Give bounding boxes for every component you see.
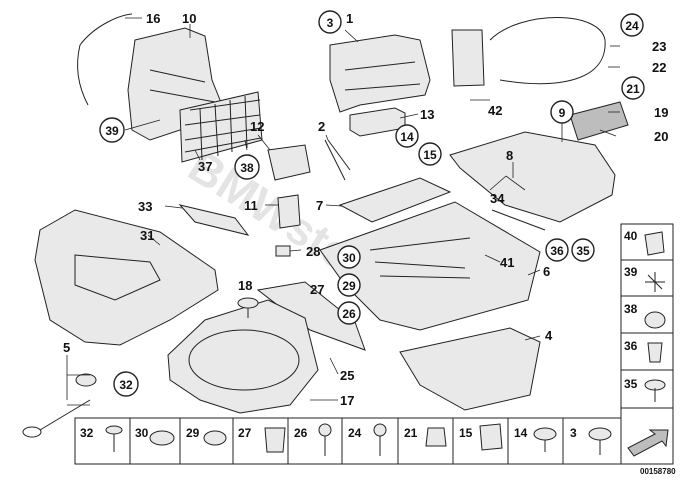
callout-18: 18 xyxy=(238,278,252,293)
callout-16: 16 xyxy=(146,11,160,26)
callout-25: 25 xyxy=(340,368,354,383)
part-7-cover xyxy=(338,177,452,223)
callout-9: 9 xyxy=(559,106,566,120)
callout-11: 11 xyxy=(244,198,258,213)
callout-29: 29 xyxy=(342,279,356,293)
callout-1: 1 xyxy=(346,11,353,26)
legend-38: 38 xyxy=(624,302,638,316)
legend-36: 36 xyxy=(624,339,638,353)
callout-7: 7 xyxy=(316,198,323,213)
callout-22: 22 xyxy=(652,60,666,75)
callout-12: 12 xyxy=(250,119,264,134)
callout-21: 21 xyxy=(626,82,640,96)
callout-32: 32 xyxy=(119,378,133,392)
legend-24: 24 xyxy=(348,426,362,440)
callout-20: 20 xyxy=(654,129,668,144)
legend-27: 27 xyxy=(238,426,252,440)
legend-3: 3 xyxy=(570,426,577,440)
callout-31: 31 xyxy=(140,228,154,243)
leader-lines xyxy=(66,17,620,406)
part-17-wheel-well xyxy=(167,299,319,414)
callout-30: 30 xyxy=(342,251,356,265)
part-41-straps xyxy=(369,237,471,279)
callout-23: 23 xyxy=(652,39,666,54)
circled-callouts: 3 24 21 9 39 38 14 15 36 35 30 29 26 32 xyxy=(99,10,645,397)
callout-33: 33 xyxy=(138,199,152,214)
callout-37: 37 xyxy=(198,159,212,174)
callout-27: 27 xyxy=(310,282,324,297)
callout-14: 14 xyxy=(400,130,414,144)
callout-39: 39 xyxy=(105,124,119,138)
callout-3: 3 xyxy=(327,16,334,30)
callout-5: 5 xyxy=(63,340,70,355)
legend-40: 40 xyxy=(624,229,638,243)
legend-15: 15 xyxy=(459,426,473,440)
part-28-clip xyxy=(275,245,291,257)
legend-26: 26 xyxy=(294,426,308,440)
callout-4: 4 xyxy=(545,328,553,343)
callout-13: 13 xyxy=(420,107,434,122)
part-12-holder xyxy=(267,144,311,181)
callout-28: 28 xyxy=(306,244,320,259)
part-4-mat xyxy=(399,327,541,411)
part-33-strip xyxy=(178,204,250,236)
callout-41: 41 xyxy=(500,255,514,270)
callout-35: 35 xyxy=(576,244,590,258)
callout-6: 6 xyxy=(543,264,550,279)
callout-labels: 16 10 1 23 22 19 20 37 12 2 13 42 8 34 3… xyxy=(63,11,668,408)
callout-19: 19 xyxy=(654,105,668,120)
callout-24: 24 xyxy=(625,19,639,33)
callout-10: 10 xyxy=(182,11,196,26)
part-8-floor-panel xyxy=(449,131,616,223)
legend-30: 30 xyxy=(135,426,149,440)
callout-17: 17 xyxy=(340,393,354,408)
legend-35: 35 xyxy=(624,377,638,391)
callout-38: 38 xyxy=(240,161,254,175)
part-34-rod xyxy=(491,209,546,231)
callout-36: 36 xyxy=(550,244,564,258)
part-18-plug xyxy=(237,297,259,318)
callout-26: 26 xyxy=(342,307,356,321)
part-2-bracket xyxy=(324,139,351,181)
drawing-number: 00158780 xyxy=(640,467,676,476)
legend-32: 32 xyxy=(80,426,94,440)
callout-42: 42 xyxy=(488,103,502,118)
legend-14: 14 xyxy=(514,426,528,440)
callout-8: 8 xyxy=(506,148,513,163)
callout-2: 2 xyxy=(318,119,325,134)
part-31-lid-trim xyxy=(34,209,219,346)
legend-39: 39 xyxy=(624,265,638,279)
part-16-cable xyxy=(77,13,133,106)
legend-bottom: 32 30 29 27 26 24 21 15 14 3 xyxy=(74,407,674,465)
cable-loop xyxy=(489,17,606,85)
callout-34: 34 xyxy=(490,191,505,206)
part-20-pad xyxy=(569,101,629,141)
callout-15: 15 xyxy=(423,148,437,162)
part-1-side-trim xyxy=(329,34,431,113)
part-11-panel xyxy=(277,194,301,229)
legend-29: 29 xyxy=(186,426,200,440)
part-42-bag xyxy=(451,29,485,87)
legend-right: 40 39 38 36 35 xyxy=(620,223,674,409)
legend-21: 21 xyxy=(404,426,418,440)
